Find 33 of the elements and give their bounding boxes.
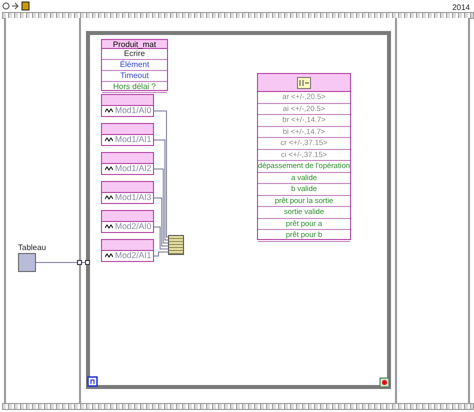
- wire: [154, 168, 168, 244]
- terminal-label: Timeout: [102, 71, 167, 82]
- io-node: [101, 94, 154, 117]
- array-terminal: [18, 253, 36, 272]
- io-node: [101, 210, 154, 233]
- terminal-label: Tableau: [18, 243, 46, 252]
- terminal-label: Élément: [102, 60, 167, 71]
- channel-label: Mod2/AI1: [115, 251, 152, 260]
- wire: [154, 110, 168, 238]
- queue-node: [101, 39, 168, 91]
- version-label: 2014: [452, 3, 470, 12]
- tunnel: [85, 260, 90, 265]
- wire: [154, 140, 168, 240]
- channel-label: Mod1/AI3: [115, 193, 152, 202]
- wire: [154, 226, 168, 250]
- build-array-node: [168, 235, 184, 255]
- wire: [82, 262, 86, 263]
- io-node: [101, 181, 154, 204]
- wire: [154, 252, 168, 256]
- terminal-label: Ecrire: [102, 49, 167, 60]
- io-node: [101, 152, 154, 175]
- channel-label: Mod2/AI0: [115, 222, 152, 231]
- math-node: [257, 73, 351, 240]
- wire: [154, 198, 168, 246]
- channel-label: Mod1/AI1: [115, 135, 152, 144]
- terminal-label: Hors délai ?: [102, 82, 167, 93]
- queue-name: Produit_mat: [112, 40, 156, 48]
- io-node: [101, 123, 154, 146]
- io-node: [101, 239, 154, 262]
- channel-label: Mod1/AI2: [115, 164, 152, 173]
- tunnel: [77, 260, 82, 265]
- wire: [36, 262, 78, 263]
- channel-label: Mod1/AI0: [115, 106, 152, 115]
